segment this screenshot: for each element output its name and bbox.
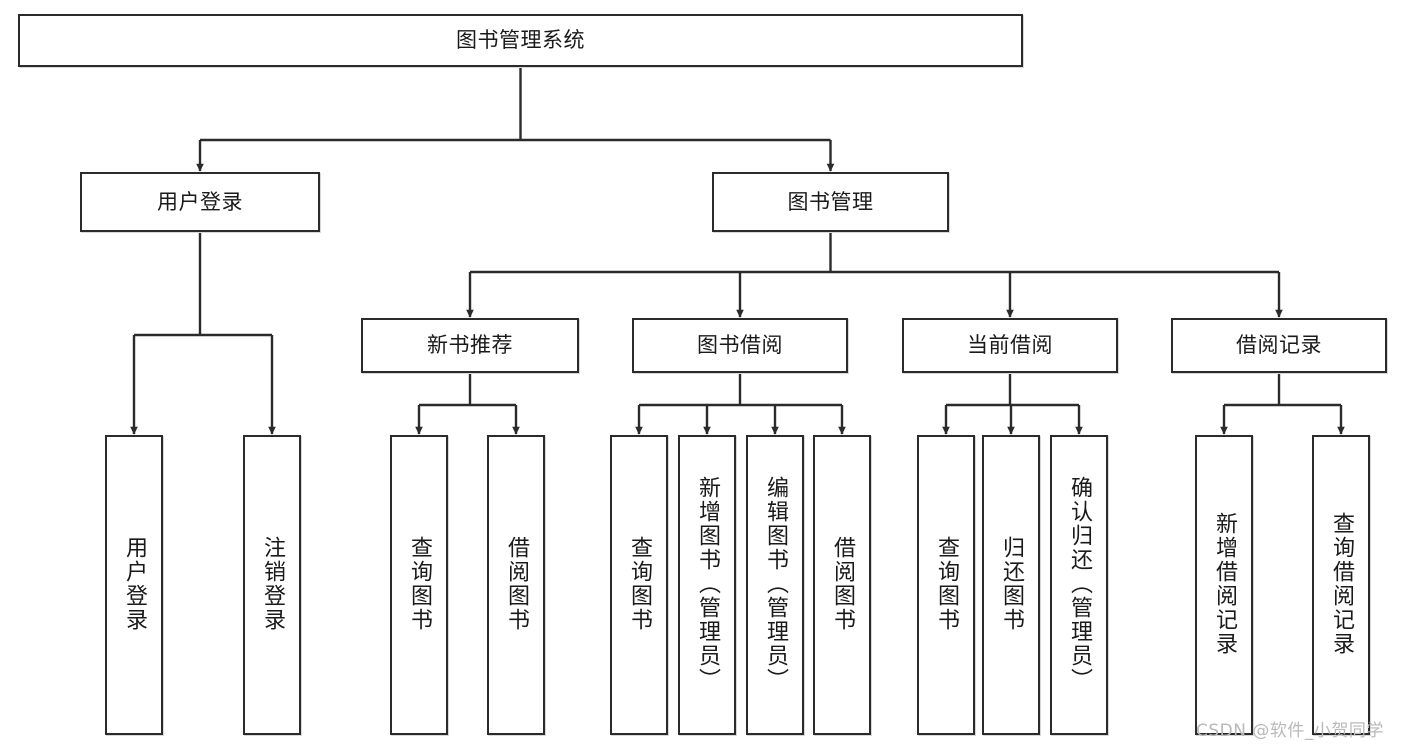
node-leaf-query-book-1[interactable]: 查询图书: [390, 435, 448, 735]
node-leaf-confirm-return[interactable]: 确认归还（管理员）: [1050, 435, 1108, 735]
node-leaf-borrow-book-1-label: 借阅图书: [503, 536, 529, 632]
node-root-system[interactable]: 图书管理系统: [18, 14, 1023, 67]
node-leaf-borrow-book-1[interactable]: 借阅图书: [487, 435, 545, 735]
node-leaf-user-login-label: 用户登录: [121, 536, 147, 632]
node-book-manage-label: 图书管理: [787, 189, 874, 214]
node-leaf-query-record[interactable]: 查询借阅记录: [1312, 435, 1370, 735]
node-new-book-recommend-label: 新书推荐: [427, 333, 513, 358]
node-leaf-borrow-book-2-label: 借阅图书: [829, 536, 855, 632]
node-leaf-query-book-2-label: 查询图书: [626, 536, 652, 632]
node-leaf-return-book-label: 归还图书: [998, 536, 1024, 632]
node-user-login-label: 用户登录: [157, 189, 243, 214]
node-current-borrow-label: 当前借阅: [967, 333, 1053, 358]
node-leaf-edit-book[interactable]: 编辑图书（管理员）: [746, 435, 804, 735]
node-current-borrow[interactable]: 当前借阅: [902, 318, 1118, 373]
node-borrow-record[interactable]: 借阅记录: [1171, 318, 1387, 373]
node-leaf-logout[interactable]: 注销登录: [243, 435, 301, 735]
node-leaf-add-record[interactable]: 新增借阅记录: [1195, 435, 1253, 735]
node-leaf-add-book[interactable]: 新增图书（管理员）: [678, 435, 736, 735]
node-leaf-return-book[interactable]: 归还图书: [982, 435, 1040, 735]
node-book-borrow[interactable]: 图书借阅: [632, 318, 848, 373]
node-leaf-confirm-return-label: 确认归还（管理员）: [1066, 476, 1092, 692]
node-new-book-recommend[interactable]: 新书推荐: [361, 318, 579, 373]
node-leaf-query-record-label: 查询借阅记录: [1328, 512, 1354, 656]
node-user-login[interactable]: 用户登录: [80, 172, 320, 232]
node-book-manage[interactable]: 图书管理: [712, 172, 949, 232]
node-leaf-query-book-3-label: 查询图书: [933, 536, 959, 632]
node-root-system-label: 图书管理系统: [456, 28, 585, 53]
node-leaf-add-record-label: 新增借阅记录: [1211, 512, 1237, 656]
node-book-borrow-label: 图书借阅: [697, 333, 783, 358]
node-leaf-query-book-3[interactable]: 查询图书: [917, 435, 975, 735]
node-leaf-edit-book-label: 编辑图书（管理员）: [762, 476, 788, 692]
node-borrow-record-label: 借阅记录: [1236, 333, 1322, 358]
node-leaf-query-book-2[interactable]: 查询图书: [610, 435, 668, 735]
csdn-watermark: CSDN @软件_小贺同学: [1196, 721, 1384, 741]
node-leaf-logout-label: 注销登录: [259, 536, 285, 632]
node-leaf-query-book-1-label: 查询图书: [406, 536, 432, 632]
node-leaf-borrow-book-2[interactable]: 借阅图书: [813, 435, 871, 735]
node-leaf-add-book-label: 新增图书（管理员）: [694, 476, 720, 692]
node-leaf-user-login[interactable]: 用户登录: [105, 435, 163, 735]
